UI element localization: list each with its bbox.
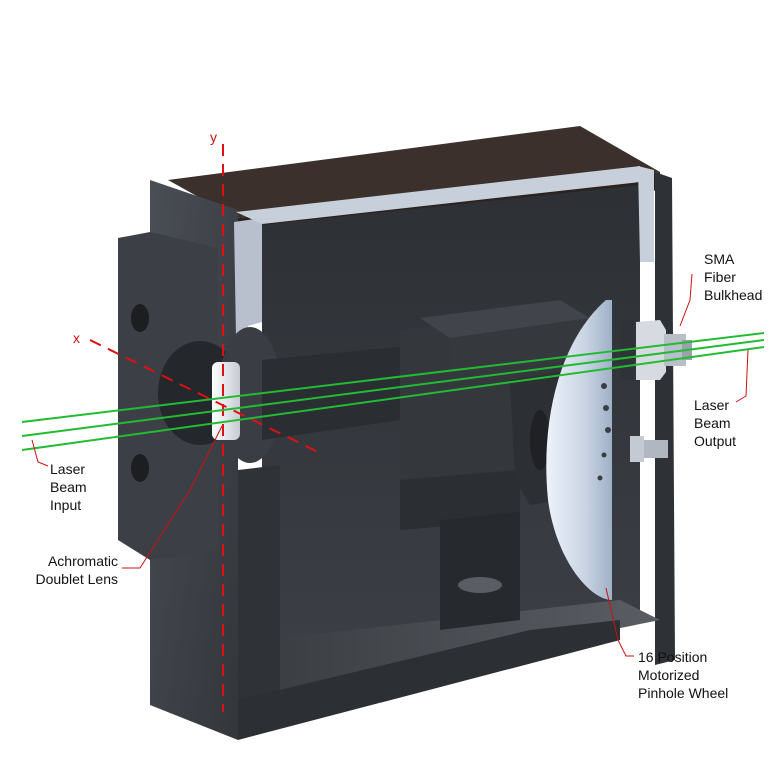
leader-lines xyxy=(31,273,749,657)
pinhole-3 xyxy=(605,427,611,433)
callout-input-line-1: Laser xyxy=(50,461,85,477)
lid-section xyxy=(236,166,640,224)
callout-input-line-2: Beam xyxy=(50,479,87,495)
top-bracket xyxy=(420,300,590,338)
y-axis-label: y xyxy=(210,129,217,145)
beam-bottom xyxy=(21,346,765,451)
leader-lens xyxy=(122,425,223,569)
x-axis-line xyxy=(89,339,319,453)
callout-output-line-2: Beam xyxy=(694,415,731,431)
pinhole-2 xyxy=(603,405,609,411)
callout-lens-line-2: Doublet Lens xyxy=(35,571,118,587)
screw-thread xyxy=(644,440,668,458)
screw-head xyxy=(630,436,644,462)
callout-wheel-line-3: Pinhole Wheel xyxy=(638,685,728,701)
beam-top xyxy=(21,332,765,423)
callout-wheel-line-1: 16 Position xyxy=(638,649,707,665)
callout-sma: SMA Fiber Bulkhead xyxy=(704,251,762,303)
leader-output xyxy=(735,349,749,403)
sma-nut xyxy=(636,320,666,380)
callout-lens: Achromatic Doublet Lens xyxy=(35,553,118,587)
callout-sma-line-3: Bulkhead xyxy=(704,287,762,303)
lower-boss xyxy=(458,577,502,593)
callout-lens-line-1: Achromatic xyxy=(48,553,118,569)
callout-sma-line-1: SMA xyxy=(704,251,735,267)
callout-input: Laser Beam Input xyxy=(50,461,87,513)
top-bracket-front xyxy=(450,318,590,380)
pinhole-1 xyxy=(601,383,607,389)
housing-bottom-lip xyxy=(238,620,620,740)
laser-beams xyxy=(21,332,765,451)
callout-sma-line-2: Fiber xyxy=(704,269,736,285)
flange-hole-top xyxy=(131,304,149,332)
wheel-screw xyxy=(630,436,668,462)
hub-slot xyxy=(530,410,550,470)
leader-input xyxy=(31,439,49,467)
callout-output: Laser Beam Output xyxy=(694,397,736,449)
right-wall-section xyxy=(638,166,654,262)
pinhole-4 xyxy=(601,452,607,458)
front-wall-section xyxy=(234,218,262,338)
leader-wheel xyxy=(605,587,634,657)
axes: y x xyxy=(73,129,319,712)
housing-lower-front xyxy=(238,465,280,735)
leader-sma xyxy=(679,273,693,327)
x-axis-label: x xyxy=(73,330,80,346)
pinhole-5 xyxy=(597,475,603,481)
callout-wheel-line-2: Motorized xyxy=(638,667,699,683)
housing-lid xyxy=(168,126,660,218)
housing-right-wall xyxy=(655,172,675,665)
lower-pocket xyxy=(440,512,520,630)
callout-output-line-1: Laser xyxy=(694,397,729,413)
callout-input-line-3: Input xyxy=(50,497,81,513)
flange-hole-bottom xyxy=(131,454,149,482)
callout-output-line-3: Output xyxy=(694,433,736,449)
internal-mechanics xyxy=(400,300,590,630)
callout-wheel: 16 Position Motorized Pinhole Wheel xyxy=(638,649,728,701)
beam-middle xyxy=(21,339,765,437)
